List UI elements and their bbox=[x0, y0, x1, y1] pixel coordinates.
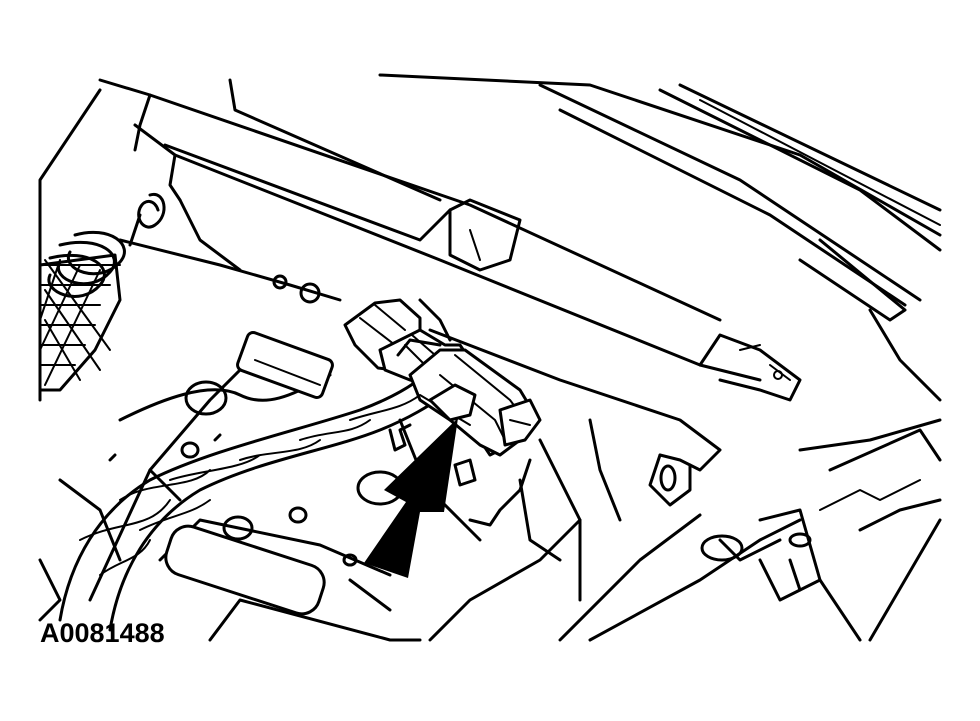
electrical-connector bbox=[343, 298, 542, 457]
floor-pan bbox=[38, 88, 942, 642]
callout-arrow bbox=[364, 418, 458, 578]
wiring-harness bbox=[58, 368, 532, 632]
support-rail bbox=[133, 123, 802, 507]
upper-body-panel bbox=[98, 73, 942, 402]
spring-assembly bbox=[38, 192, 166, 392]
figure-id-label: A0081488 bbox=[40, 618, 165, 648]
